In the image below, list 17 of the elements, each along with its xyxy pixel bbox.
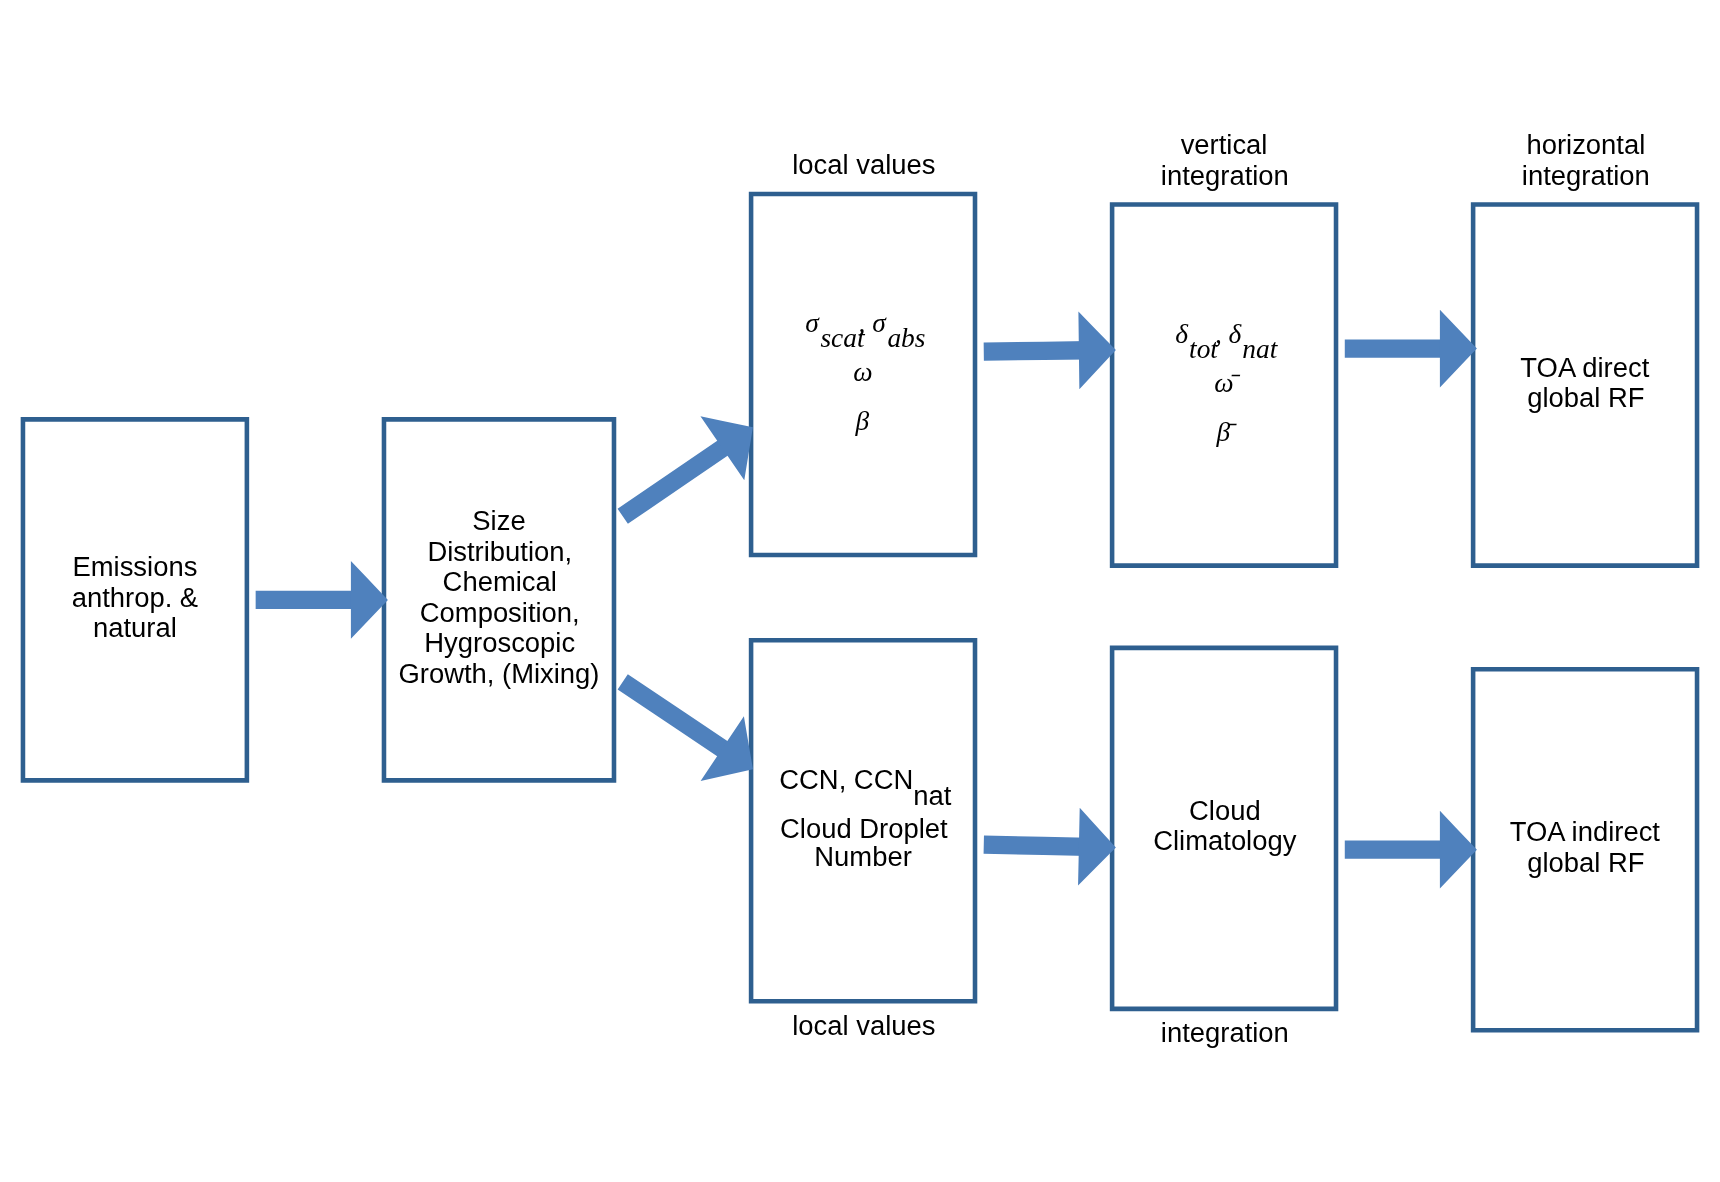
node-label: local values [792,148,936,180]
node-label: horizontal integration [1521,128,1650,191]
arrow [983,807,1116,885]
arrow [617,415,753,524]
node-box: Cloud Climatology [1109,645,1339,1011]
node-label: local values [792,1009,936,1041]
node-label: vertical integration [1160,128,1289,191]
arrow [1344,309,1477,387]
node-box: Emissions anthrop. & natural [20,416,250,783]
arrow [617,673,753,781]
node-box: TOA indirect global RF [1470,666,1700,1032]
node-label: integration [1160,1016,1289,1048]
arrow [255,560,388,639]
arrow [1344,810,1477,889]
node-box: Size Distribution, Chemical Composition, Hygroscopic Growth, (Mixing) [381,416,617,783]
arrow [983,311,1116,389]
node-box: TOA direct global RF [1470,201,1700,568]
